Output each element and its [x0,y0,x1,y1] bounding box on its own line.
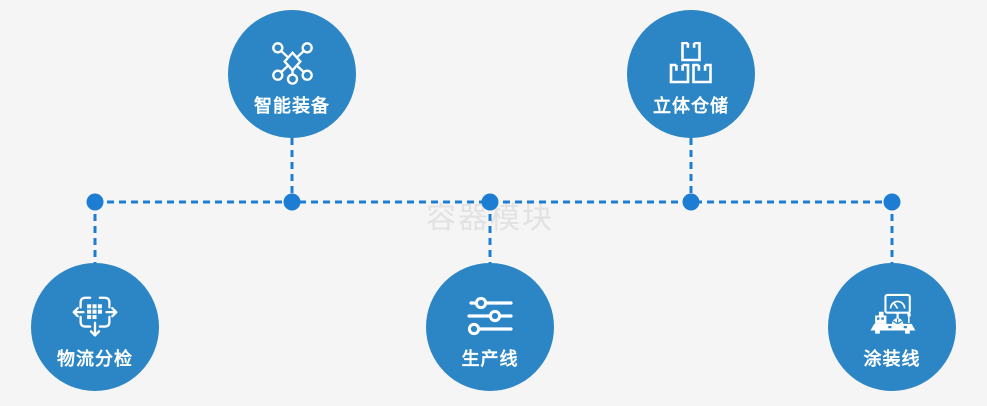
node-label: 涂装线 [863,348,921,369]
node-label: 生产线 [461,348,519,369]
sliders-icon [465,291,515,341]
node-label: 物流分检 [57,348,133,369]
junction-dot [682,193,700,211]
junction-dot [283,193,301,211]
node-production-line: 生产线 [426,263,554,391]
node-warehouse: 立体仓储 [627,10,755,138]
stacked-boxes-icon [668,38,714,88]
node-painting-line: 涂装线 [828,263,956,391]
node-label: 立体仓储 [653,95,729,116]
junction-dot [86,193,104,211]
node-label: 智能装备 [254,95,330,116]
machine-console-icon [863,291,921,341]
network-nodes-icon [269,38,316,88]
junction-dot [481,193,499,211]
node-logistics-sorting: 物流分检 [31,263,159,391]
junction-dot [883,193,901,211]
node-smart-equipment: 智能装备 [228,10,356,138]
dispatch-arrows-icon [71,291,119,341]
